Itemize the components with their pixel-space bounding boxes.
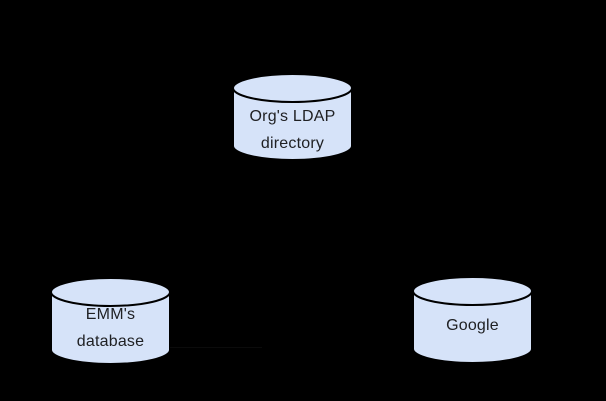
node-label-orgs-ldap-directory: Org's LDAP directory bbox=[232, 103, 353, 157]
node-label-line: directory bbox=[260, 135, 325, 152]
node-label-line: Org's LDAP bbox=[249, 108, 336, 125]
cylinder-body bbox=[412, 276, 533, 364]
cylinder-body bbox=[232, 73, 353, 161]
cylinder-rim bbox=[412, 290, 533, 306]
database-cylinder-icon bbox=[50, 277, 171, 365]
node-label-line: database bbox=[76, 333, 145, 350]
database-cylinder-icon bbox=[412, 276, 533, 364]
node-label-line: EMM's bbox=[85, 306, 136, 323]
node-label-emms-database: EMM's database bbox=[50, 301, 171, 355]
node-label-line: Google bbox=[446, 317, 499, 334]
cylinder-body bbox=[50, 277, 171, 365]
cylinder-rim bbox=[50, 291, 171, 307]
faint-connector-artifact bbox=[170, 347, 262, 348]
cylinder-rim bbox=[232, 87, 353, 103]
database-cylinder-icon bbox=[232, 73, 353, 161]
db-cylinder-google: Google bbox=[412, 276, 533, 364]
db-cylinder-orgs-ldap-directory: Org's LDAP directory bbox=[232, 73, 353, 161]
db-cylinder-emms-database: EMM's database bbox=[50, 277, 171, 365]
node-label-google: Google bbox=[412, 312, 533, 339]
